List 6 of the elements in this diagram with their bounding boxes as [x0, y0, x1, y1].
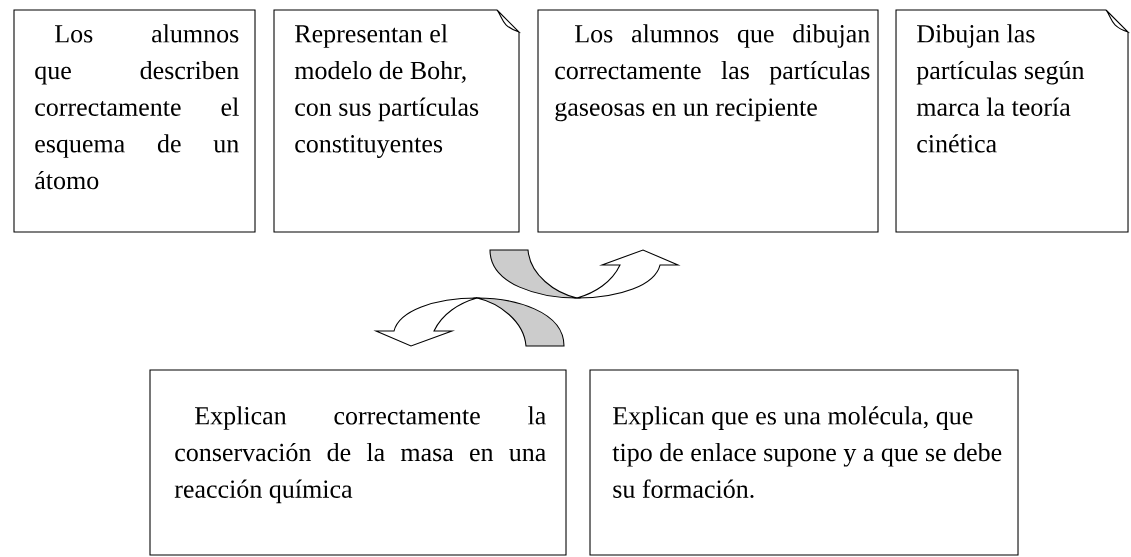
text-box: Explican que es una molécula, que tipo de enlace supone y a que se debe su formación. — [589, 369, 1019, 556]
text-box: Los alumnos que describen correctamente el esquema de un átomo — [13, 9, 256, 233]
text-box: Representan el modelo de Bohr, con sus partículas constituyentes — [273, 9, 520, 233]
text-box: Los alumnos que dibujan correctamente las partículas gaseosas en un recipiente — [537, 9, 879, 233]
text-box: Dibujan las partículas según marca la teoría cinética — [895, 9, 1129, 233]
text-box: Explican correctamente la conservación de la masa en una reacción química — [149, 369, 567, 556]
